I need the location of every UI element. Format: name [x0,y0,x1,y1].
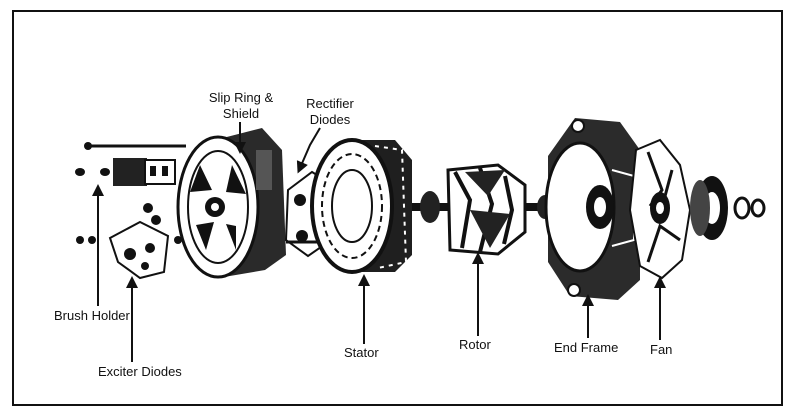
label-rectifier-line2: Diodes [309,112,351,127]
label-rotor: Rotor [459,337,491,352]
label-slip-ring-line1: Slip Ring & [208,90,274,105]
leader-lines [92,122,666,362]
rotor-part [412,163,560,256]
label-slip-ring-shield: Slip Ring & Shield [196,90,286,122]
label-fan: Fan [650,342,673,357]
pulley-part [690,176,728,240]
diagram-border [12,10,783,406]
nut-washer-part [733,196,766,220]
exciter-diode-plate [108,220,170,280]
through-bolt [84,142,186,150]
end-frame-part [544,118,640,300]
fan-part [628,138,692,280]
stator-part [310,138,412,274]
label-exciter-diodes: Exciter Diodes [98,364,182,379]
label-slip-ring-line2: Shield [222,106,260,121]
slip-ring-shield-part [176,128,286,279]
brush-holder-part [113,158,176,186]
label-end-frame: End Frame [554,340,619,355]
label-rectifier-line1: Rectifier [306,96,354,111]
leader-rectifier [296,127,321,174]
label-rectifier-diodes: Rectifier Diodes [290,96,370,128]
label-stator: Stator [344,345,379,360]
screws [75,168,182,244]
label-brush-holder: Brush Holder [54,308,130,323]
